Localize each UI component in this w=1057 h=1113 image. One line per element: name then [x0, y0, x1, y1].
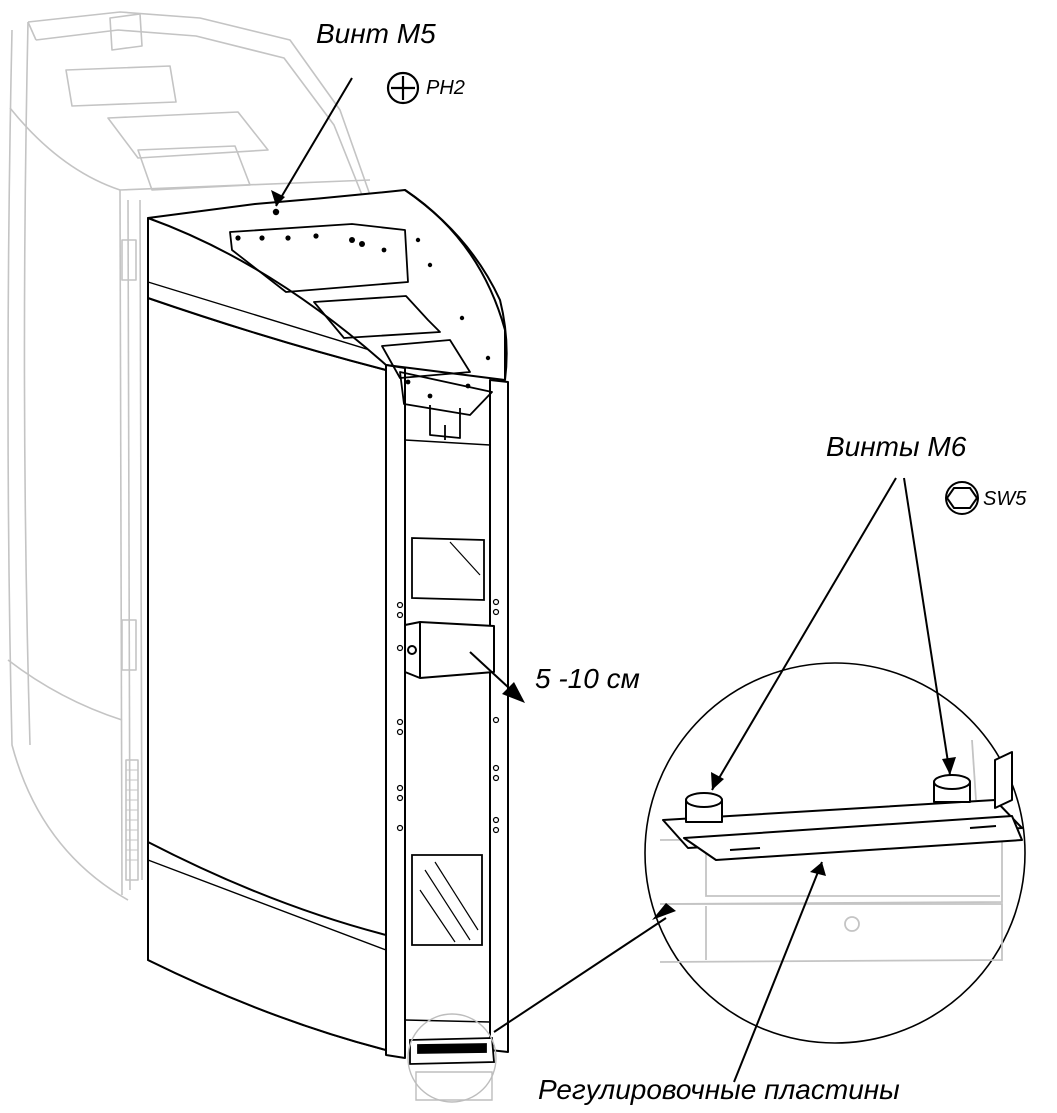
- leader-plates: [733, 861, 823, 1083]
- arrowhead-pull: [502, 682, 525, 703]
- label-distance: 5 -10 см: [535, 663, 640, 694]
- frame-rail-left: [385, 364, 406, 1059]
- callout-lines: [275, 77, 951, 1083]
- arrowhead-m5: [271, 190, 285, 206]
- arrowhead-m6-right: [942, 757, 956, 775]
- arrowhead-detail: [652, 903, 676, 920]
- phillips-screwdriver-icon: [386, 71, 420, 105]
- leader-m6-right: [903, 477, 951, 776]
- right-side-edge: [404, 189, 506, 380]
- label-tool-ph2: PH2: [426, 77, 465, 99]
- background-rail-ticks: [126, 769, 138, 861]
- leader-m5: [275, 77, 353, 207]
- hex-key-icon: [945, 481, 979, 515]
- rail-windows: [411, 537, 485, 946]
- arrowhead-m6-left: [711, 772, 724, 790]
- label-screws-m6: Винты М6: [826, 431, 967, 462]
- detail-zoom-circle: [644, 662, 1026, 1044]
- label-adjusting-plates: Регулировочные пластины: [538, 1074, 900, 1105]
- arrowheads: [271, 190, 956, 920]
- mounting-bracket: [404, 621, 495, 679]
- rail-window-reflections: [419, 541, 481, 943]
- foot-ghost: [407, 1013, 497, 1103]
- front-cabinet: [147, 189, 509, 1059]
- background-cabinet: [7, 11, 371, 901]
- adjusting-shim: [683, 815, 1023, 861]
- top-plate-openings: [229, 223, 493, 440]
- pointer-detail: [493, 917, 667, 1033]
- label-tool-sw5: SW5: [983, 488, 1027, 510]
- label-screw-m5: Винт М5: [316, 18, 436, 49]
- arrowhead-plates: [810, 862, 826, 876]
- frame-rail-right: [489, 379, 509, 1053]
- top-plate-holes: [235, 208, 491, 399]
- foot-bracket: [409, 1037, 495, 1065]
- leader-m6-left: [711, 477, 897, 791]
- rail-holes: [396, 598, 500, 834]
